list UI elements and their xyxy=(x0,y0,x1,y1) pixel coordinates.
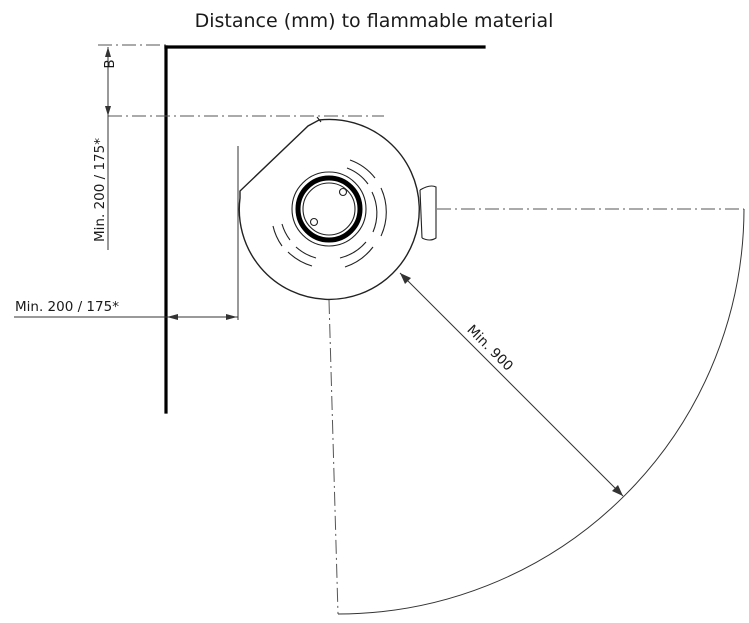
stove-corner-nub xyxy=(316,116,322,123)
flue-thick-ring xyxy=(295,175,363,243)
vent-slot xyxy=(380,187,387,237)
front-clearance-label: Min. 900 xyxy=(464,322,517,375)
side-clearance-dimension: Min. 200 / 175* xyxy=(15,299,238,320)
front-dim-line xyxy=(399,272,624,497)
small-dim-arrow-top xyxy=(105,47,111,57)
corner-walls xyxy=(164,45,486,414)
vent-slot xyxy=(295,246,317,259)
vent-slot xyxy=(371,191,378,233)
front-dim-arrow-end xyxy=(612,485,623,496)
vent-slot xyxy=(287,251,313,267)
rear-clearance-label: Min. 200 / 175* xyxy=(92,138,108,242)
vent-slot xyxy=(344,246,374,268)
vent-slot xyxy=(272,225,283,247)
top-vents xyxy=(272,159,387,268)
flue-bolt-1 xyxy=(338,187,348,197)
vent-slot xyxy=(349,159,376,179)
zone-arc xyxy=(337,208,745,615)
front-clearance-dimension: Min. 900 xyxy=(399,272,624,497)
vent-slot xyxy=(339,241,367,259)
front-dim-arrow-start xyxy=(400,273,411,284)
small-dim-label: B xyxy=(102,59,118,68)
stove-body xyxy=(238,118,420,301)
stove-top-view xyxy=(238,116,437,301)
small-dim-arrow-bottom xyxy=(105,106,111,116)
small-top-dimension: B xyxy=(102,47,118,116)
zone-edge-left xyxy=(328,299,339,615)
rear-clearance-dimension: Min. 200 / 175* xyxy=(92,116,109,250)
diagram-title: Distance (mm) to flammable material xyxy=(195,10,554,32)
vent-slot xyxy=(281,223,291,241)
front-clearance-zone xyxy=(328,208,745,615)
extension-lines xyxy=(14,44,384,320)
flue-bolt-2 xyxy=(309,217,319,227)
flue-inner-ring xyxy=(302,182,356,236)
door-handle xyxy=(419,185,437,241)
flue-outer-ring xyxy=(291,171,367,247)
vent-slot xyxy=(346,167,369,185)
side-dim-arrow-right xyxy=(226,314,237,320)
side-clearance-label: Min. 200 / 175* xyxy=(15,299,119,315)
door-handle-inner xyxy=(419,189,423,239)
side-dim-arrow-left xyxy=(167,314,178,320)
